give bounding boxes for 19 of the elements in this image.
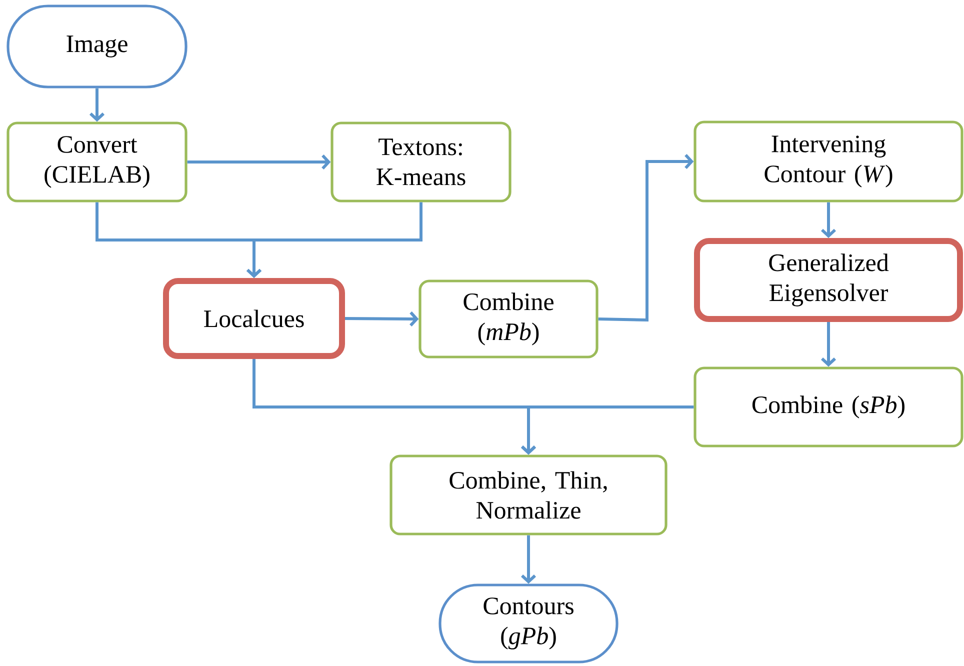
arrow [820, 322, 836, 367]
process-box: Textons: K-means [330, 122, 512, 202]
arrow [345, 311, 419, 326]
arrow [90, 88, 105, 122]
arrow [246, 202, 422, 278]
process-box: Combine, Thin, Normalize [390, 454, 668, 536]
arrow [598, 154, 694, 322]
highlighted-process-box: Generalized Eigensolver [694, 238, 963, 322]
arrow [820, 202, 836, 238]
process-box: Intervening Contour (W) [694, 120, 964, 202]
process-box: Convert (CIELAB) [6, 122, 188, 202]
arrow [520, 406, 694, 455]
terminal-box: Contours (gPb) [438, 584, 618, 664]
process-box: Combine (mPb) [418, 280, 598, 358]
process-box: Combine (sPb) [694, 366, 964, 448]
arrow [520, 535, 536, 584]
highlighted-process-box: Localcues [163, 278, 345, 359]
terminal-box: Image [6, 4, 188, 88]
arrow [187, 154, 331, 170]
